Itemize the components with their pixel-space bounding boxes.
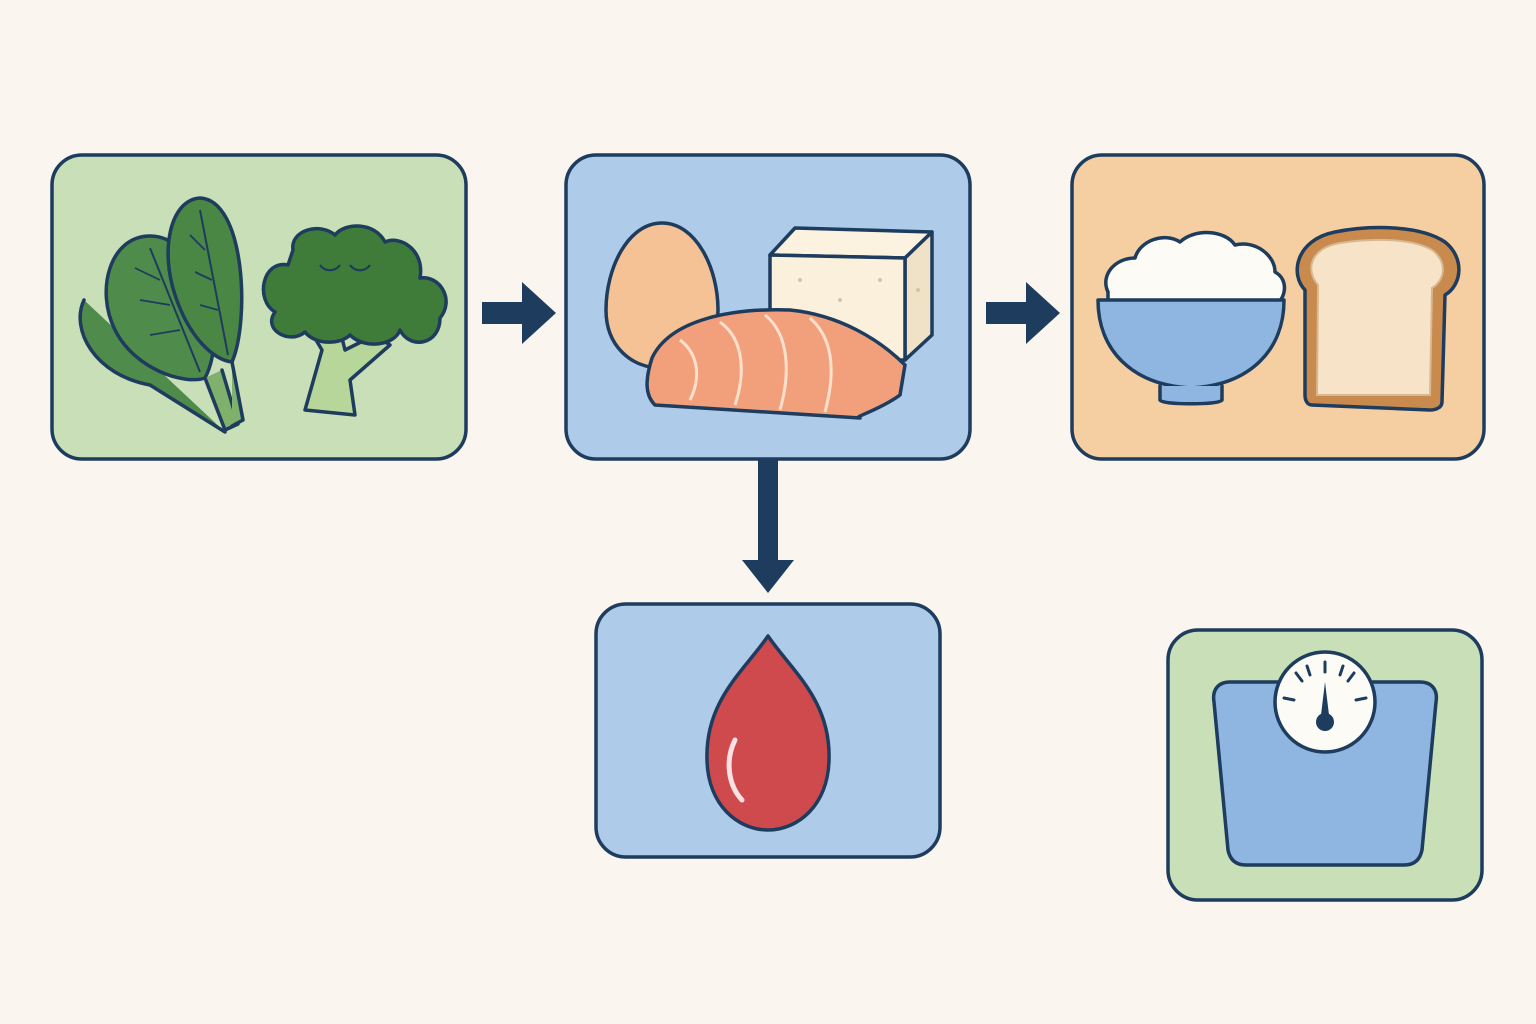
tofu-icon xyxy=(768,226,934,362)
salmon-icon xyxy=(645,308,907,420)
node-blood xyxy=(594,602,942,859)
arrow-protein-to-carbohydrates xyxy=(986,282,1060,344)
spinach-icon xyxy=(78,196,245,434)
rice-bowl-icon xyxy=(1096,230,1287,406)
blood-drop-icon xyxy=(705,634,831,832)
node-protein xyxy=(564,153,972,461)
node-vegetables xyxy=(50,153,468,461)
node-carbohydrates xyxy=(1070,153,1486,461)
arrow-vegetables-to-protein xyxy=(482,282,556,344)
node-body-weight xyxy=(1166,628,1484,902)
arrow-protein-to-blood xyxy=(742,460,794,593)
weighing-scale-icon xyxy=(1211,650,1439,867)
broccoli-icon xyxy=(261,224,448,417)
bread-icon xyxy=(1295,225,1461,412)
